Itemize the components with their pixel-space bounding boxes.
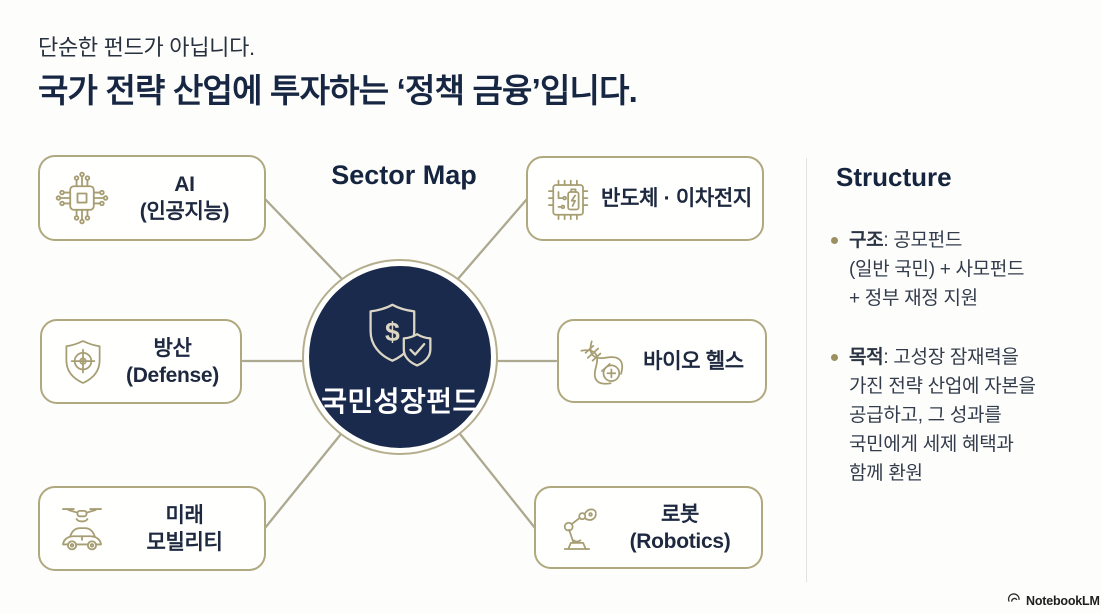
sector-map-heading: Sector Map	[331, 160, 477, 190]
slide-title: 국가 전략 산업에 투자하는 ‘정책 금융’입니다.	[38, 72, 638, 109]
drone-car-icon	[53, 500, 111, 558]
bullet-body: : 고성장 잠재력을 가진 전략 산업에 자본을 공급하고, 그 성과를 국민에…	[849, 347, 1036, 484]
bullet-label: 목적	[849, 347, 884, 368]
shield-target-icon	[55, 334, 111, 390]
sector-node-label: 반도체 · 이차전지	[601, 187, 752, 210]
ai-chip-icon	[53, 169, 111, 227]
sector-node-label: 로봇 (Robotics)	[629, 502, 731, 553]
sector-node-bio: 바이오 헬스	[557, 319, 767, 403]
center-fund-circle: $ 국민성장펀드	[309, 266, 491, 448]
bullet-dot	[831, 354, 838, 361]
notebooklm-watermark: NotebookLM	[1007, 591, 1100, 610]
bullet-body: : 공모펀드 (일반 국민) + 사모펀드 + 정부 재정 지원	[849, 230, 1025, 309]
robot-arm-icon	[549, 500, 605, 556]
dna-health-icon	[572, 333, 628, 389]
structure-panel: 구조: 공모펀드 (일반 국민) + 사모펀드 + 정부 재정 지원 목적: 고…	[831, 226, 1087, 518]
bullet-dot	[831, 237, 838, 244]
sector-node-label: 바이오 헬스	[643, 349, 744, 373]
shield-dollar-check-icon: $	[354, 294, 446, 379]
sector-node-mobility: 미래 모빌리티	[38, 486, 266, 571]
svg-text:$: $	[385, 317, 400, 347]
slide-subtitle: 단순한 펀드가 아닙니다.	[38, 35, 255, 60]
sector-node-label: AI (인공지능)	[139, 173, 230, 223]
chip-battery-icon	[541, 171, 597, 227]
bullet-label: 구조	[849, 230, 884, 251]
center-fund-node: $ 국민성장펀드	[302, 259, 498, 455]
sector-node-defense: 방산 (Defense)	[40, 319, 242, 404]
structure-bullet-mokjeok: 목적: 고성장 잠재력을 가진 전략 산업에 자본을 공급하고, 그 성과를 국…	[831, 343, 1087, 488]
sector-node-label: 방산 (Defense)	[126, 336, 219, 387]
panel-divider	[806, 158, 807, 582]
bullet-text: 목적: 고성장 잠재력을 가진 전략 산업에 자본을 공급하고, 그 성과를 국…	[849, 343, 1036, 488]
center-fund-label: 국민성장펀드	[321, 386, 479, 417]
structure-panel-heading: Structure	[836, 162, 952, 192]
notebooklm-label: NotebookLM	[1026, 593, 1100, 608]
bullet-text: 구조: 공모펀드 (일반 국민) + 사모펀드 + 정부 재정 지원	[849, 226, 1025, 313]
sector-node-robotics: 로봇 (Robotics)	[534, 486, 763, 569]
sector-node-ai: AI (인공지능)	[38, 155, 266, 241]
notebooklm-logo-icon	[1007, 591, 1021, 610]
sector-node-semiconductor: 반도체 · 이차전지	[526, 156, 764, 241]
structure-bullet-gujo: 구조: 공모펀드 (일반 국민) + 사모펀드 + 정부 재정 지원	[831, 226, 1087, 313]
sector-node-label: 미래 모빌리티	[146, 503, 223, 554]
